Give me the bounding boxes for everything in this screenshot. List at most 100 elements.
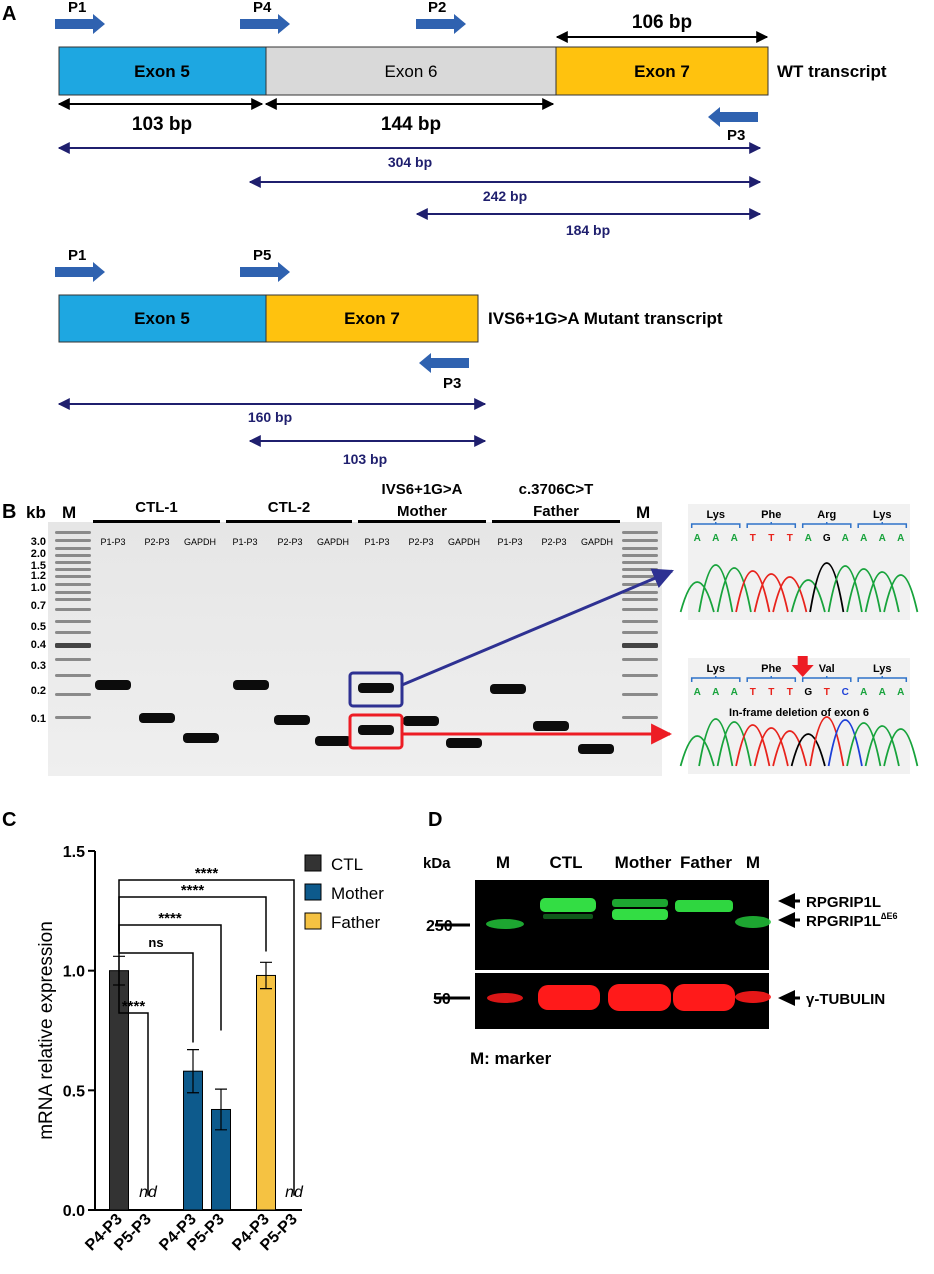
lane-label: P2-P3 — [144, 537, 169, 547]
trace-peak — [790, 733, 826, 767]
ladder-band — [622, 554, 658, 557]
ladder-band — [55, 561, 91, 564]
mut-exon7 — [265, 294, 479, 343]
trace-peak — [679, 581, 715, 613]
error-bar — [215, 1088, 227, 1131]
wb-lane-father: Father — [680, 853, 732, 872]
trace-peak — [716, 567, 752, 613]
significance-label: **** — [122, 998, 146, 1015]
trace-peak — [809, 716, 845, 767]
legend-swatch — [304, 883, 322, 901]
error-bar — [187, 1049, 199, 1094]
base-call: A — [731, 533, 738, 544]
base-call: A — [897, 533, 904, 544]
ladder-band — [55, 608, 91, 611]
gel-band — [403, 716, 439, 726]
error-bar — [260, 961, 272, 990]
ladder-label: 0.5 — [31, 621, 46, 633]
marker-left-label: M — [62, 503, 76, 522]
base-call: A — [860, 533, 867, 544]
amino-acid: Lys — [873, 663, 892, 675]
y-tick-label: 1.0 — [63, 964, 85, 981]
lane-label: GAPDH — [184, 537, 216, 547]
base-call: T — [824, 687, 830, 698]
gel-band — [274, 715, 310, 725]
mut-exon5-label: Exon 5 — [134, 309, 190, 328]
y-axis-label: mRNA relative expression — [36, 921, 57, 1140]
trace-peak — [735, 570, 771, 613]
lane-label: P1-P3 — [497, 537, 522, 547]
ladder-band — [622, 568, 658, 571]
base-call: A — [712, 687, 719, 698]
gel-band — [358, 725, 394, 735]
kb-label: kb — [26, 503, 46, 522]
trace-peak — [846, 568, 882, 613]
group-label: CTL-1 — [135, 499, 178, 516]
wt-primer-p2: P2 — [416, 0, 466, 34]
trace-peak — [809, 562, 845, 613]
amino-acid: Lys — [873, 509, 892, 521]
wt-exon6 — [265, 46, 557, 96]
wb-lane-m1: M — [496, 853, 510, 872]
group-bar — [358, 520, 486, 523]
panel-b-label: B — [2, 501, 16, 523]
amino-acid: Val — [819, 663, 835, 675]
base-call: A — [860, 687, 867, 698]
mut-primer-p5: P5 — [240, 247, 290, 282]
ladder-band — [55, 693, 91, 696]
ladder-right — [622, 531, 658, 719]
base-call: T — [787, 687, 793, 698]
size-144-label: 144 bp — [381, 114, 441, 135]
base-call: T — [768, 687, 774, 698]
wb-250-label: 250 — [426, 918, 453, 935]
significance-bracket — [118, 924, 222, 1031]
amplicon-242-label: 242 bp — [483, 188, 527, 204]
codon-bracket — [746, 676, 797, 682]
ladder-band — [55, 539, 91, 542]
ladder-label: 0.7 — [31, 600, 46, 612]
ladder-band — [55, 547, 91, 550]
wb-lane-ctl: CTL — [549, 853, 582, 872]
ladder-label: 3.0 — [31, 536, 46, 548]
mut-primer-p3-label: P3 — [443, 375, 461, 392]
trace-peak — [883, 574, 919, 613]
ladder-band — [622, 531, 658, 534]
base-call: T — [787, 533, 793, 544]
trace-peak — [698, 564, 734, 613]
amplicon-184-label: 184 bp — [566, 222, 610, 238]
wt-exon5 — [58, 46, 267, 96]
gel-bands — [95, 680, 614, 754]
ladder-band — [622, 591, 658, 594]
mut-primer-p5-label: P5 — [253, 247, 271, 264]
base-call: A — [897, 687, 904, 698]
codon-bracket — [857, 522, 908, 528]
significance-bracket — [118, 951, 194, 1043]
trace-peak — [827, 565, 863, 613]
trace-peak — [846, 722, 882, 767]
base-call: A — [731, 687, 738, 698]
wb-50-label: 50 — [433, 991, 451, 1008]
trace-peak — [679, 735, 715, 767]
trace-peak — [772, 730, 808, 767]
blue-callout-arrow — [401, 568, 674, 687]
tubulin-label: γ-TUBULIN — [806, 991, 885, 1008]
ladder-label: 0.3 — [31, 660, 46, 672]
amino-acid: Phe — [761, 509, 781, 521]
lane-label: P1-P3 — [232, 537, 257, 547]
wb-red-bands — [487, 984, 771, 1011]
lane-label: P2-P3 — [408, 537, 433, 547]
ladder-label: 0.1 — [31, 713, 46, 725]
group-bar — [93, 520, 220, 523]
panel-b: B kb M M 3.02.01.51.21.00.70.50.40.30.20… — [2, 481, 919, 776]
base-call: A — [712, 533, 719, 544]
ladder-band — [55, 568, 91, 571]
lane-label: P2-P3 — [541, 537, 566, 547]
lane-label: GAPDH — [317, 537, 349, 547]
ladder-band — [622, 561, 658, 564]
gel-band — [578, 744, 614, 754]
panel-d-label: D — [428, 809, 442, 831]
ladder-band — [622, 547, 658, 550]
ladder-band — [622, 693, 658, 696]
